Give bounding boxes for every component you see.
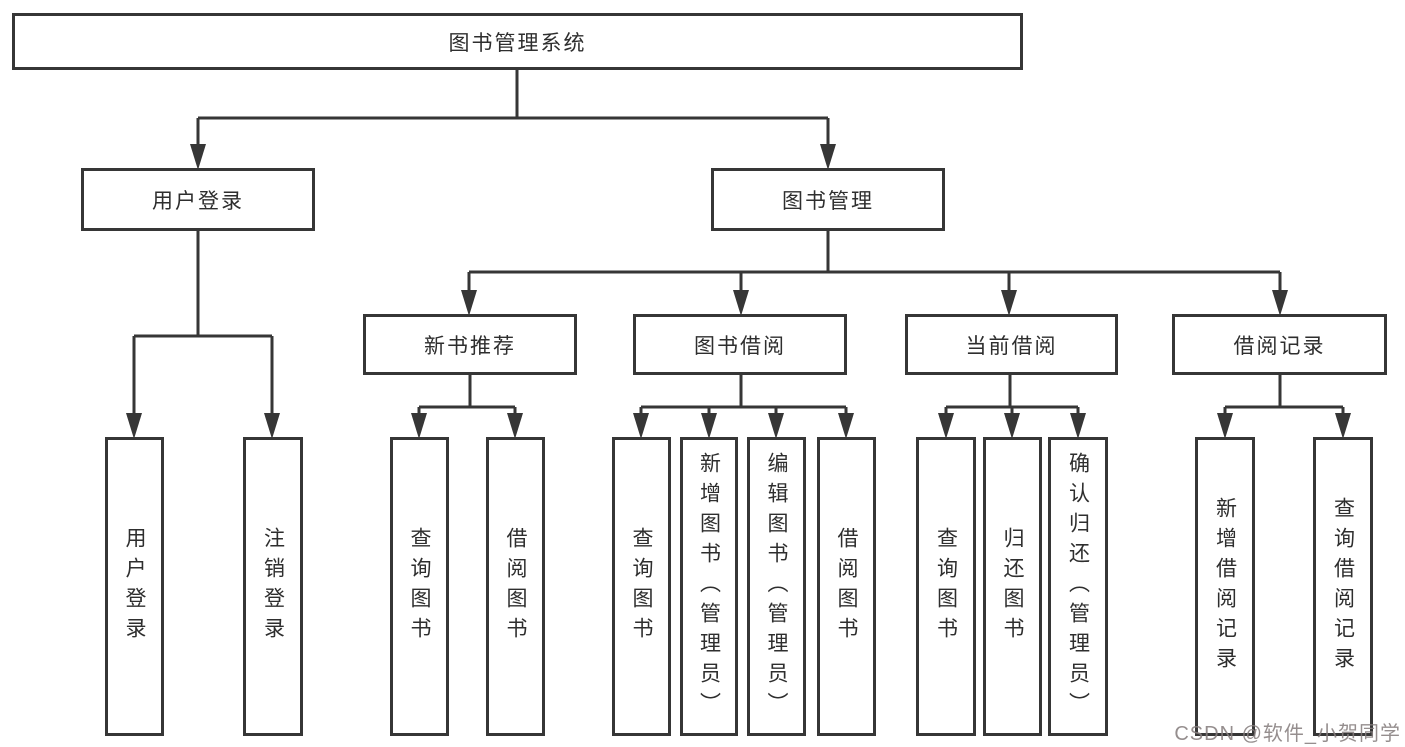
leaf-borrow-books-1-label: 借阅图书: [504, 526, 527, 647]
leaf-query-books-2: 查询图书: [612, 437, 671, 736]
leaf-query-books-1: 查询图书: [390, 437, 449, 736]
leaf-user-login-label: 用户登录: [123, 526, 146, 647]
leaf-borrow-books-2: 借阅图书: [817, 437, 876, 736]
leaf-query-borrow-record: 查询借阅记录: [1313, 437, 1373, 736]
leaf-edit-book-admin: 编辑图书（管理员）: [747, 437, 806, 736]
arrow-down-icon: [768, 413, 784, 439]
arrow-down-icon: [1335, 413, 1351, 439]
node-book-management-label: 图书管理: [782, 189, 874, 213]
leaf-query-books-1-label: 查询图书: [408, 526, 431, 647]
arrow-down-icon: [733, 290, 749, 316]
node-root: 图书管理系统: [12, 13, 1023, 70]
arrow-down-icon: [461, 290, 477, 316]
arrow-down-icon: [126, 413, 142, 439]
leaf-logout: 注销登录: [243, 437, 303, 736]
node-borrow-records-label: 借阅记录: [1233, 334, 1326, 358]
arrow-down-icon: [1004, 413, 1020, 439]
csdn-watermark: CSDN @软件_小贺同学: [1174, 723, 1401, 745]
arrow-down-icons: [126, 144, 1351, 439]
leaf-return-book-label: 归还图书: [1001, 526, 1024, 647]
leaf-query-books-3: 查询图书: [916, 437, 976, 736]
leaf-edit-book-admin-label: 编辑图书（管理员）: [765, 451, 788, 722]
leaf-logout-label: 注销登录: [261, 526, 285, 647]
leaf-user-login: 用户登录: [105, 437, 164, 736]
leaf-query-borrow-record-label: 查询借阅记录: [1331, 496, 1355, 677]
node-book-borrow: 图书借阅: [633, 314, 847, 375]
arrow-down-icon: [701, 413, 717, 439]
leaf-confirm-return-admin: 确认归还（管理员）: [1048, 437, 1108, 736]
leaf-add-borrow-record: 新增借阅记录: [1195, 437, 1255, 736]
node-new-book-recommend-label: 新书推荐: [424, 334, 516, 358]
arrow-down-icon: [1272, 290, 1288, 316]
node-borrow-records: 借阅记录: [1172, 314, 1387, 375]
leaf-add-book-admin: 新增图书（管理员）: [680, 437, 738, 736]
arrow-down-icon: [838, 413, 854, 439]
arrow-down-icon: [820, 144, 836, 170]
leaf-add-book-admin-label: 新增图书（管理员）: [697, 451, 721, 722]
leaf-add-borrow-record-label: 新增借阅记录: [1213, 496, 1237, 677]
arrow-down-icon: [1217, 413, 1233, 439]
leaf-return-book: 归还图书: [983, 437, 1042, 736]
arrow-down-icon: [411, 413, 427, 439]
node-book-borrow-label: 图书借阅: [694, 334, 786, 358]
arrow-down-icon: [190, 144, 206, 170]
node-user-login-label: 用户登录: [152, 189, 244, 213]
node-new-book-recommend: 新书推荐: [363, 314, 577, 375]
node-current-borrow-label: 当前借阅: [965, 334, 1058, 358]
leaf-query-books-3-label: 查询图书: [934, 526, 958, 647]
arrow-down-icon: [264, 413, 280, 439]
leaf-borrow-books-1: 借阅图书: [486, 437, 545, 736]
arrow-down-icon: [1070, 413, 1086, 439]
node-root-label: 图书管理系统: [448, 31, 587, 55]
arrow-down-icon: [1001, 290, 1017, 316]
leaf-borrow-books-2-label: 借阅图书: [835, 526, 858, 647]
node-user-login: 用户登录: [81, 168, 315, 231]
arrow-down-icon: [938, 413, 954, 439]
node-current-borrow: 当前借阅: [905, 314, 1118, 375]
arrow-down-icon: [633, 413, 649, 439]
node-book-management: 图书管理: [711, 168, 945, 231]
leaf-confirm-return-admin-label: 确认归还（管理员）: [1066, 451, 1090, 722]
arrow-down-icon: [507, 413, 523, 439]
leaf-query-books-2-label: 查询图书: [630, 526, 653, 647]
